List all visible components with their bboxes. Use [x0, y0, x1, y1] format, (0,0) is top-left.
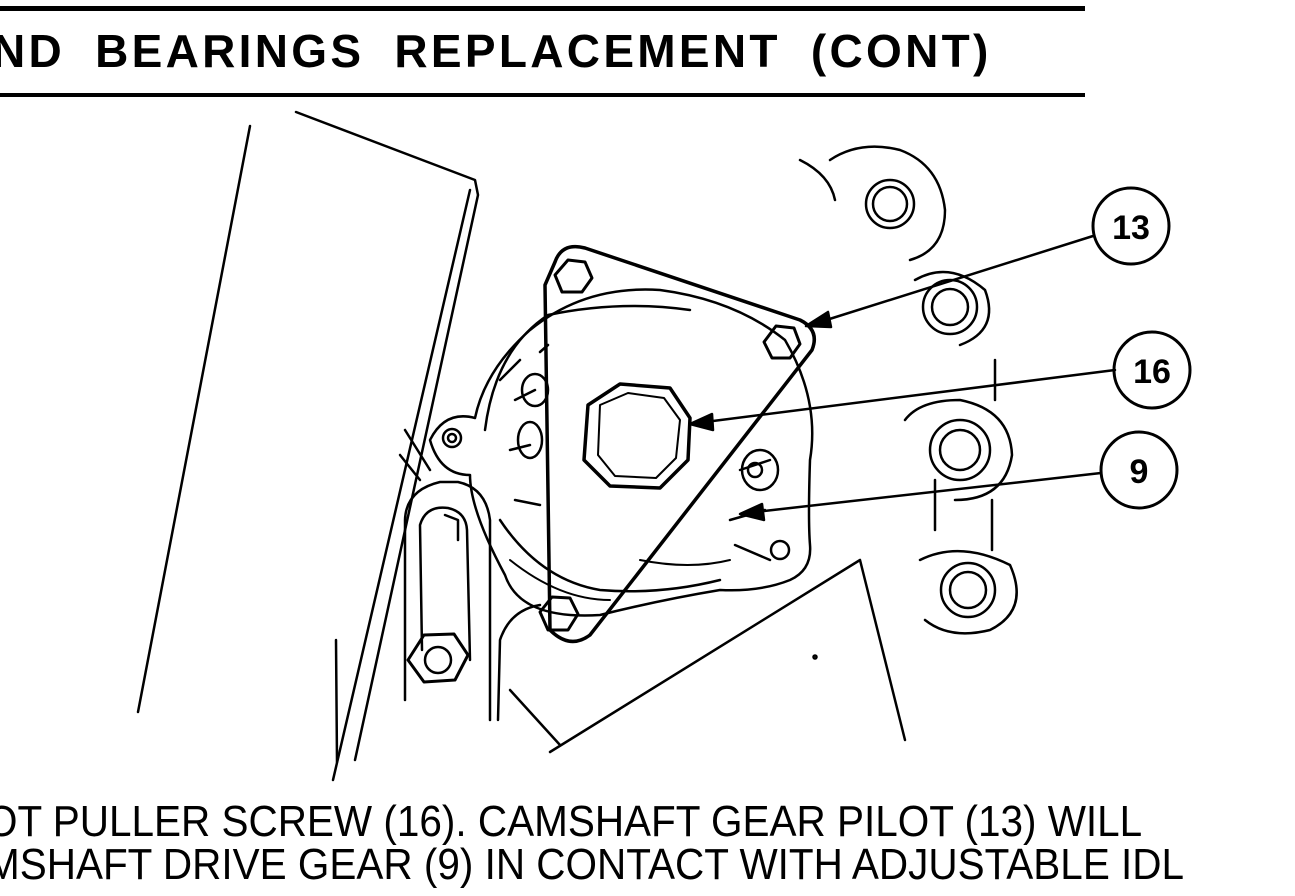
- section-title: ND BEARINGS REPLACEMENT (CONT): [0, 25, 992, 77]
- leader-lines: [688, 234, 1117, 522]
- callout-16-arrowhead: [688, 412, 715, 432]
- camshaft-gear-puller-illustration: 13 16 9: [136, 110, 1192, 782]
- callout-16-label: 16: [1133, 353, 1171, 391]
- header-top-rule: [0, 6, 1085, 11]
- puller-plate: [538, 244, 816, 644]
- callout-16: 16: [1112, 330, 1192, 410]
- instruction-text-line-1: OT PULLER SCREW (16). CAMSHAFT GEAR PILO…: [0, 797, 1143, 846]
- callout-9-label: 9: [1130, 453, 1149, 491]
- instruction-text-line-2: MSHAFT DRIVE GEAR (9) IN CONTACT WITH AD…: [0, 840, 1185, 889]
- adjuster-slot: [403, 480, 492, 722]
- callout-13-label: 13: [1112, 209, 1150, 247]
- engine-housing-lines: [136, 110, 480, 782]
- lower-block-lines: [496, 558, 907, 754]
- callout-9: 9: [1099, 430, 1179, 510]
- header-bottom-rule: [0, 93, 1085, 97]
- callout-13-arrowhead: [804, 310, 833, 329]
- callout-13-leader: [818, 234, 1095, 324]
- callout-9-leader: [753, 471, 1103, 514]
- callout-9-arrowhead: [738, 502, 766, 522]
- engine-block-bolts: [798, 145, 1018, 635]
- gear-housing: [428, 288, 814, 617]
- callout-16-leader: [703, 368, 1117, 424]
- callout-13: 13: [1091, 186, 1171, 266]
- puller-screw: [582, 382, 692, 490]
